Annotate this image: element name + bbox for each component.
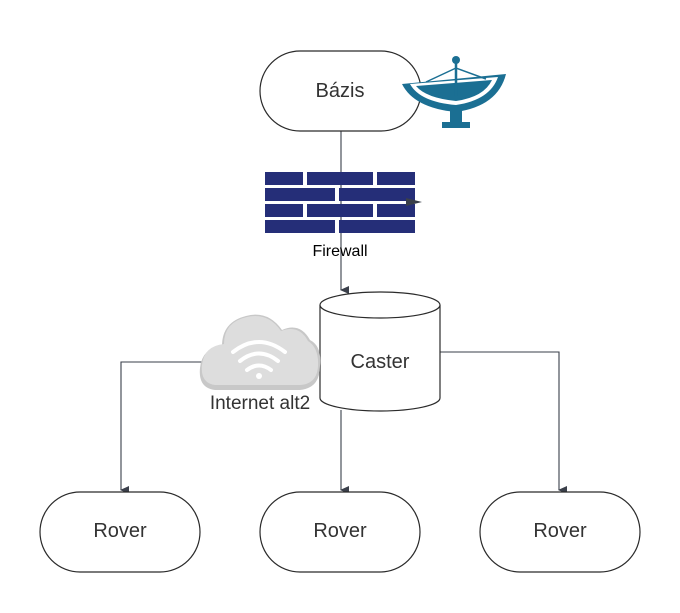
wifi-cloud-icon [199,314,321,390]
cloud-label: Internet alt2 [210,393,310,414]
brick-wall-icon [265,172,415,233]
rover-center-node[interactable]: Rover [259,491,421,573]
firewall-label: Firewall [312,243,367,260]
caster-node[interactable]: Caster [319,291,441,412]
rover-left-node[interactable]: Rover [39,491,201,573]
arrow-head-decoration [406,198,422,206]
base-node[interactable]: Bázis [259,50,422,132]
caster-label: Caster [351,351,410,373]
base-label: Bázis [316,80,365,102]
satellite-dish-icon [402,56,506,128]
edge-caster-to-rover-right [440,351,567,494]
rover-right-node[interactable]: Rover [479,491,641,573]
rover-left-label: Rover [93,520,147,542]
rover-center-label: Rover [313,520,367,542]
rover-right-label: Rover [533,520,587,542]
